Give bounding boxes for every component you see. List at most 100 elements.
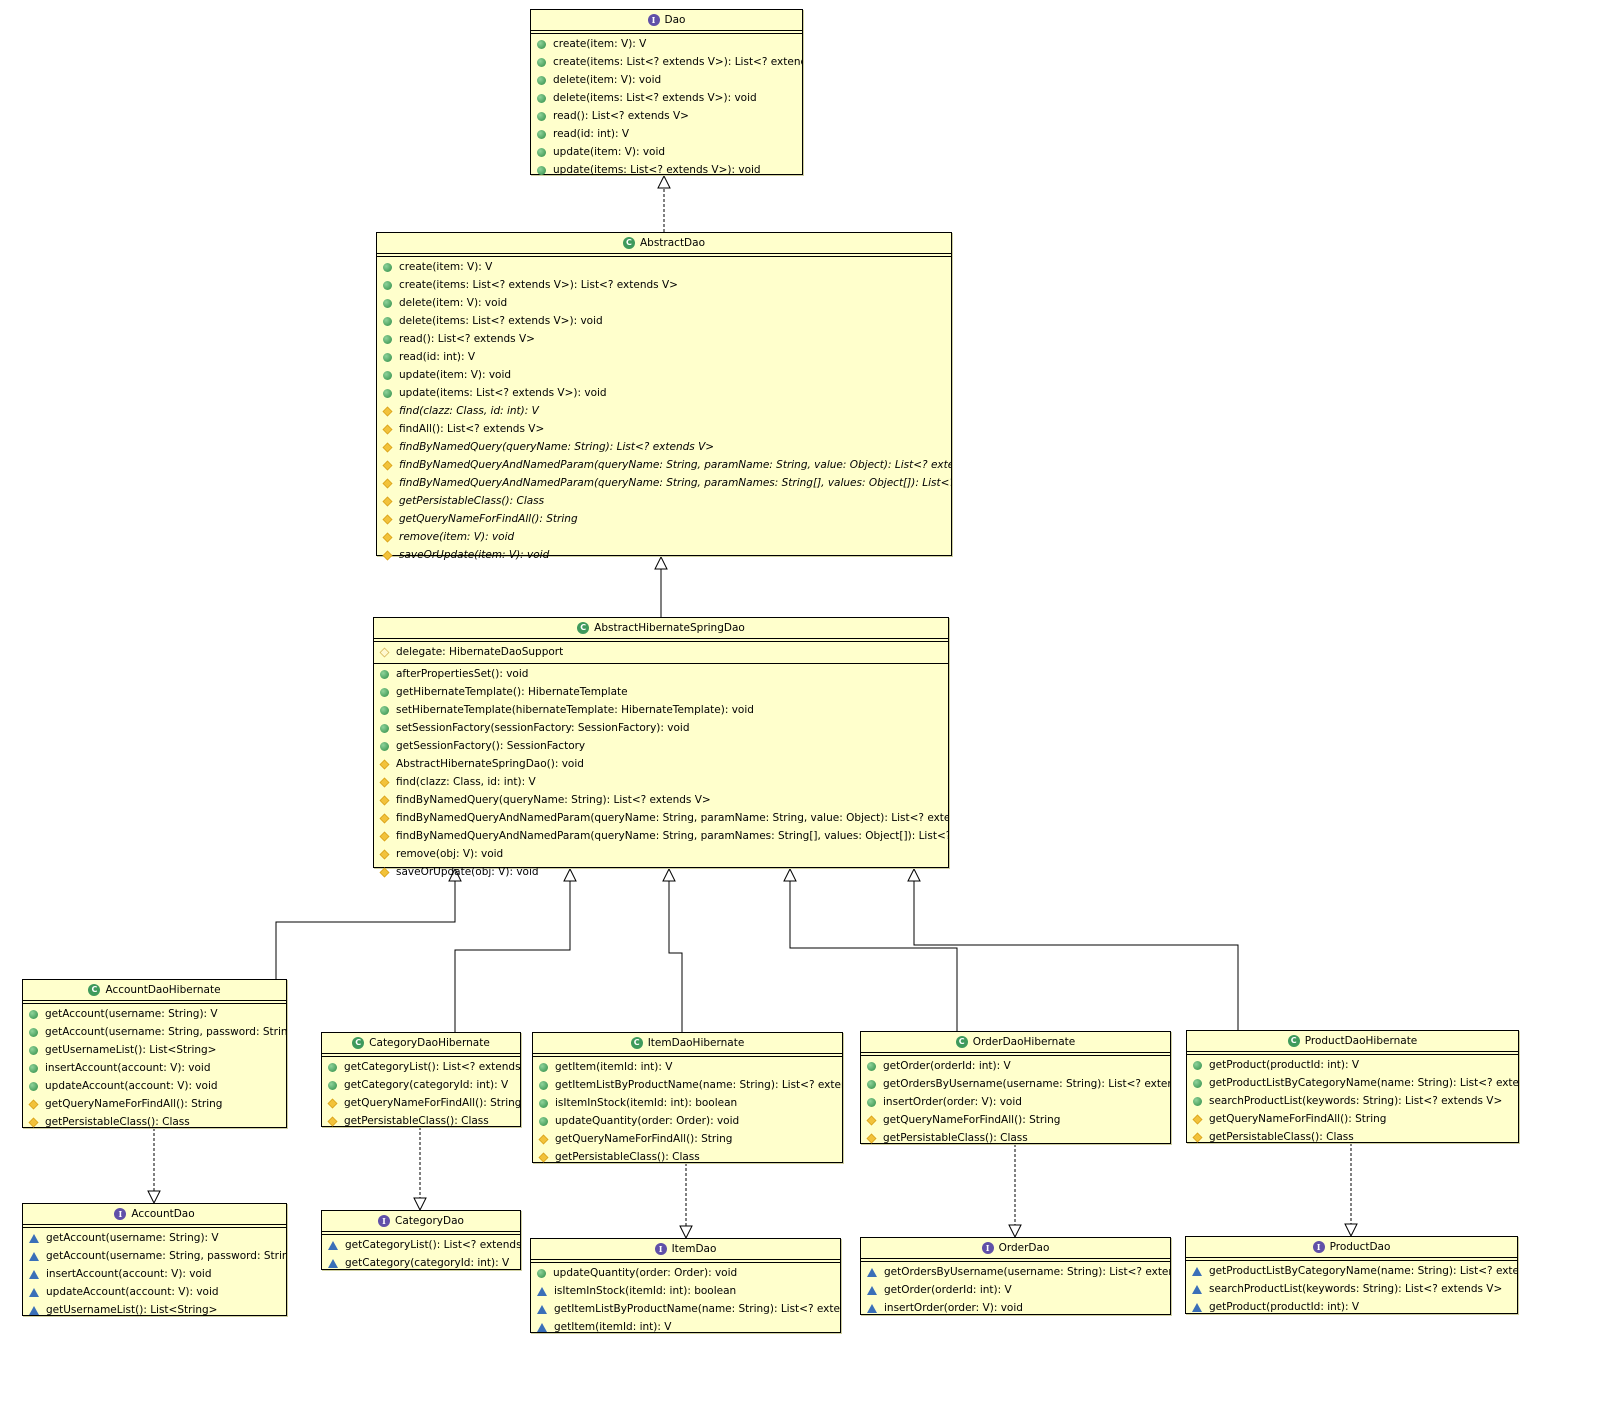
method-row[interactable]: getPersistableClass(): Class [322, 1112, 520, 1130]
method-row[interactable]: insertOrder(order: V): void [861, 1093, 1170, 1111]
method-row[interactable]: getProductListByCategoryName(name: Strin… [1187, 1074, 1518, 1092]
method-row[interactable]: insertAccount(account: V): void [23, 1265, 286, 1283]
method-row[interactable]: getSessionFactory(): SessionFactory [374, 737, 948, 755]
method-row[interactable]: getOrdersByUsername(username: String): L… [861, 1075, 1170, 1093]
method-row[interactable]: delete(item: V): void [377, 294, 951, 312]
method-row[interactable]: getQueryNameForFindAll(): String [861, 1111, 1170, 1129]
method-row[interactable]: remove(obj: V): void [374, 845, 948, 863]
method-row[interactable]: read(): List<? extends V> [377, 330, 951, 348]
public-visibility-icon [383, 262, 392, 272]
method-row[interactable]: create(item: V): V [531, 35, 802, 53]
method-row[interactable]: remove(item: V): void [377, 528, 951, 546]
method-row[interactable]: getPersistableClass(): Class [1187, 1128, 1518, 1146]
method-row[interactable]: create(item: V): V [377, 258, 951, 276]
method-row[interactable]: getQueryNameForFindAll(): String [1187, 1110, 1518, 1128]
method-row[interactable]: create(items: List<? extends V>): List<?… [531, 53, 802, 71]
method-row[interactable]: updateQuantity(order: Order): void [531, 1264, 840, 1282]
method-row[interactable]: delete(items: List<? extends V>): void [377, 312, 951, 330]
method-row[interactable]: getProduct(productId: int): V [1186, 1298, 1517, 1316]
method-row[interactable]: findByNamedQueryAndNamedParam(queryName:… [374, 827, 948, 845]
method-row[interactable]: getAccount(username: String, password: S… [23, 1247, 286, 1265]
method-row[interactable]: getPersistableClass(): Class [23, 1113, 286, 1131]
method-row[interactable]: getCategory(categoryId: int): V [322, 1076, 520, 1094]
method-row[interactable]: getOrder(orderId: int): V [861, 1281, 1170, 1299]
method-row[interactable]: getPersistableClass(): Class [377, 492, 951, 510]
method-row[interactable]: getOrdersByUsername(username: String): L… [861, 1263, 1170, 1281]
method-row[interactable]: saveOrUpdate(item: V): void [377, 546, 951, 564]
method-row[interactable]: getHibernateTemplate(): HibernateTemplat… [374, 683, 948, 701]
method-row[interactable]: getPersistableClass(): Class [533, 1148, 842, 1166]
method-row[interactable]: delete(items: List<? extends V>): void [531, 89, 802, 107]
method-row[interactable]: searchProductList(keywords: String): Lis… [1186, 1280, 1517, 1298]
method-row[interactable]: find(clazz: Class, id: int): V [374, 773, 948, 791]
field-row[interactable]: delegate: HibernateDaoSupport [374, 643, 948, 661]
method-row[interactable]: getUsernameList(): List<String> [23, 1301, 286, 1319]
method-row[interactable]: saveOrUpdate(obj: V): void [374, 863, 948, 881]
method-row[interactable]: getAccount(username: String): V [23, 1005, 286, 1023]
method-row[interactable]: getCategoryList(): List<? extends V> [322, 1058, 520, 1076]
method-signature: getAccount(username: String): V [45, 1008, 218, 1020]
method-row[interactable]: updateAccount(account: V): void [23, 1283, 286, 1301]
method-row[interactable]: AbstractHibernateSpringDao(): void [374, 755, 948, 773]
method-row[interactable]: update(item: V): void [377, 366, 951, 384]
method-row[interactable]: find(clazz: Class, id: int): V [377, 402, 951, 420]
method-signature: AbstractHibernateSpringDao(): void [396, 758, 584, 770]
method-row[interactable]: getAccount(username: String, password: S… [23, 1023, 286, 1041]
method-row[interactable]: getItem(itemId: int): V [531, 1318, 840, 1336]
method-row[interactable]: read(id: int): V [531, 125, 802, 143]
method-row[interactable]: getCategoryList(): List<? extends V> [322, 1236, 520, 1254]
method-row[interactable]: update(items: List<? extends V>): void [377, 384, 951, 402]
method-row[interactable]: updateAccount(account: V): void [23, 1077, 286, 1095]
method-row[interactable]: findAll(): List<? extends V> [377, 420, 951, 438]
method-row[interactable]: findByNamedQueryAndNamedParam(queryName:… [374, 809, 948, 827]
method-row[interactable]: afterPropertiesSet(): void [374, 665, 948, 683]
method-row[interactable]: setHibernateTemplate(hibernateTemplate: … [374, 701, 948, 719]
method-row[interactable]: getAccount(username: String): V [23, 1229, 286, 1247]
method-row[interactable]: getProductListByCategoryName(name: Strin… [1186, 1262, 1517, 1280]
method-row[interactable]: getItem(itemId: int): V [533, 1058, 842, 1076]
method-row[interactable]: update(item: V): void [531, 143, 802, 161]
method-row[interactable]: searchProductList(keywords: String): Lis… [1187, 1092, 1518, 1110]
method-row[interactable]: updateQuantity(order: Order): void [533, 1112, 842, 1130]
method-row[interactable]: getPersistableClass(): Class [861, 1129, 1170, 1147]
method-row[interactable]: isItemInStock(itemId: int): boolean [531, 1282, 840, 1300]
method-row[interactable]: getProduct(productId: int): V [1187, 1056, 1518, 1074]
method-row[interactable]: getCategory(categoryId: int): V [322, 1254, 520, 1272]
method-row[interactable]: getQueryNameForFindAll(): String [533, 1130, 842, 1148]
method-row[interactable]: findByNamedQueryAndNamedParam(queryName:… [377, 474, 951, 492]
method-row[interactable]: read(): List<? extends V> [531, 107, 802, 125]
method-row[interactable]: getUsernameList(): List<String> [23, 1041, 286, 1059]
method-signature: getProductListByCategoryName(name: Strin… [1209, 1077, 1518, 1089]
method-row[interactable]: getOrder(orderId: int): V [861, 1057, 1170, 1075]
method-signature: delete(item: V): void [399, 297, 508, 309]
method-row[interactable]: getQueryNameForFindAll(): String [23, 1095, 286, 1113]
method-row[interactable]: update(items: List<? extends V>): void [531, 161, 802, 179]
method-row[interactable]: create(items: List<? extends V>): List<?… [377, 276, 951, 294]
method-row[interactable]: insertOrder(order: V): void [861, 1299, 1170, 1317]
method-row[interactable]: getQueryNameForFindAll(): String [377, 510, 951, 528]
method-row[interactable]: delete(item: V): void [531, 71, 802, 89]
method-row[interactable]: getQueryNameForFindAll(): String [322, 1094, 520, 1112]
method-row[interactable]: getItemListByProductName(name: String): … [531, 1300, 840, 1318]
method-row[interactable]: findByNamedQueryAndNamedParam(queryName:… [377, 456, 951, 474]
method-row[interactable]: setSessionFactory(sessionFactory: Sessio… [374, 719, 948, 737]
method-row[interactable]: read(id: int): V [377, 348, 951, 366]
method-row[interactable]: insertAccount(account: V): void [23, 1059, 286, 1077]
method-row[interactable]: getItemListByProductName(name: String): … [533, 1076, 842, 1094]
method-row[interactable]: isItemInStock(itemId: int): boolean [533, 1094, 842, 1112]
method-row[interactable]: findByNamedQuery(queryName: String): Lis… [374, 791, 948, 809]
method-row[interactable]: findByNamedQuery(queryName: String): Lis… [377, 438, 951, 456]
